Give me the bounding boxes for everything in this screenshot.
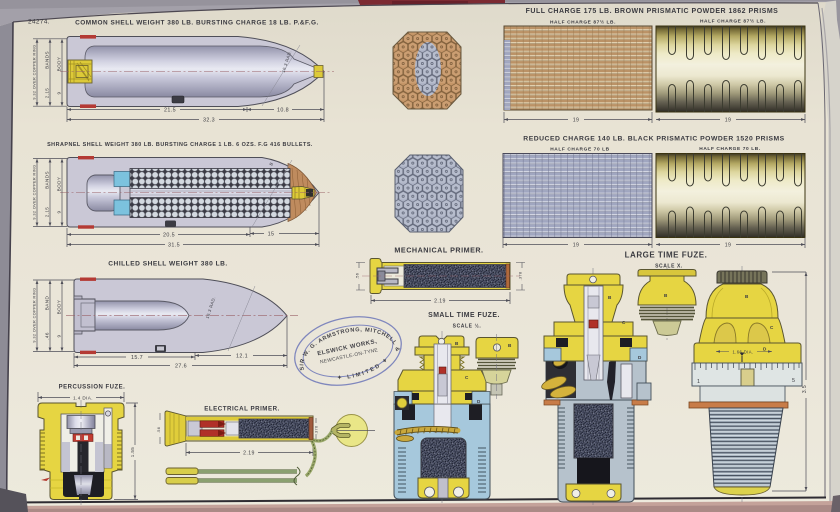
svg-text:C: C [622,320,626,325]
svg-text:9.32 OVER COPPER RING: 9.32 OVER COPPER RING [33,164,37,219]
svg-text:HALF CHARGE 70 LB: HALF CHARGE 70 LB [550,147,610,153]
svg-text:B: B [664,293,668,298]
svg-text:D: D [763,347,767,352]
svg-text:9.32 OVER COPPER RING: 9.32 OVER COPPER RING [33,287,37,342]
svg-text:PERCUSSION FUZE.: PERCUSSION FUZE. [59,385,126,391]
svg-text:BODY: BODY [57,57,62,72]
svg-text:1: 1 [697,379,700,385]
svg-text:5: 5 [792,378,795,384]
svg-text:CHILLED SHELL WEIGHT 380 LB.: CHILLED SHELL WEIGHT 380 LB. [108,261,227,268]
svg-text:1.66 DIA.: 1.66 DIA. [732,350,753,355]
svg-text:24274.: 24274. [28,19,50,26]
svg-text:HALF CHARGE 87½ LB.: HALF CHARGE 87½ LB. [550,19,616,26]
svg-text:BODY: BODY [57,300,62,315]
svg-text:31.5: 31.5 [168,243,180,249]
svg-text:9: 9 [57,334,62,337]
svg-text:B: B [268,161,274,166]
svg-text:15: 15 [268,232,275,238]
svg-text:19: 19 [725,243,732,249]
svg-text:BAND: BAND [45,296,50,311]
svg-text:MECHANICAL PRIMER.: MECHANICAL PRIMER. [394,246,483,255]
svg-text:2.19: 2.19 [243,451,255,457]
svg-text:.378: .378 [519,272,523,281]
svg-text:10.8: 10.8 [277,108,289,114]
svg-text:16.3 RAD.: 16.3 RAD. [205,296,217,319]
svg-text:SCALE ½.: SCALE ½. [453,323,482,330]
svg-text:BODY: BODY [57,177,62,192]
svg-text:9: 9 [57,210,62,213]
svg-text:HALF CHARGE 87½ LB.: HALF CHARGE 87½ LB. [700,18,766,25]
svg-text:.46: .46 [45,332,50,340]
svg-text:FULL CHARGE 175 LB. BROWN PRIS: FULL CHARGE 175 LB. BROWN PRISMATIC POWD… [526,8,779,15]
svg-text:SCALE X.: SCALE X. [655,264,683,270]
svg-text:20.5: 20.5 [163,233,175,239]
svg-text:2.15: 2.15 [45,88,50,99]
svg-text:LARGE TIME FUZE.: LARGE TIME FUZE. [625,251,708,260]
svg-text:21.5: 21.5 [164,108,176,114]
svg-text:9: 9 [57,91,62,94]
svg-text:B: B [508,343,512,348]
svg-text:SMALL TIME FUZE.: SMALL TIME FUZE. [428,312,500,319]
svg-text:BANDS: BANDS [45,171,50,189]
svg-text:19: 19 [573,243,580,249]
svg-text:27.6: 27.6 [175,364,187,370]
svg-text:15.7: 15.7 [131,355,143,361]
svg-text:16.3 RAD.: 16.3 RAD. [281,50,293,73]
svg-text:COMMON SHELL WEIGHT 380 LB. BU: COMMON SHELL WEIGHT 380 LB. BURSTING CHA… [75,20,319,27]
svg-text:BANDS: BANDS [45,51,50,69]
svg-text:12.1: 12.1 [236,354,248,360]
svg-text:32.3: 32.3 [203,118,215,124]
svg-text:HALF CHARGE 70 LB.: HALF CHARGE 70 LB. [699,146,760,152]
svg-text:.376: .376 [315,426,319,435]
svg-text:SHRAPNEL SHELL WEIGHT 380 LB.: SHRAPNEL SHELL WEIGHT 380 LB. BURSTING C… [47,142,313,148]
svg-text:C: C [465,375,469,380]
svg-text:C: C [770,325,774,330]
svg-text:B: B [745,294,749,299]
svg-text:B: B [608,295,612,300]
svg-text:.56: .56 [356,273,360,279]
svg-text:.56: .56 [157,427,161,433]
svg-text:1.4 DIA.: 1.4 DIA. [73,396,93,401]
svg-text:9.32 OVER COPPER RING: 9.32 OVER COPPER RING [33,44,37,99]
svg-text:D: D [477,399,481,404]
svg-text:B: B [455,341,459,346]
svg-text:D: D [638,355,642,360]
svg-text:ELECTRICAL PRIMER.: ELECTRICAL PRIMER. [204,406,280,413]
svg-text:REDUCED CHARGE 140 LB. BLACK P: REDUCED CHARGE 140 LB. BLACK PRISMATIC P… [523,136,784,143]
svg-text:19: 19 [725,118,732,124]
svg-text:3.5: 3.5 [802,385,808,393]
svg-text:19: 19 [573,118,580,124]
svg-text:1.55: 1.55 [130,447,135,458]
svg-text:2.15: 2.15 [45,207,50,218]
svg-text:2.19: 2.19 [434,299,446,305]
